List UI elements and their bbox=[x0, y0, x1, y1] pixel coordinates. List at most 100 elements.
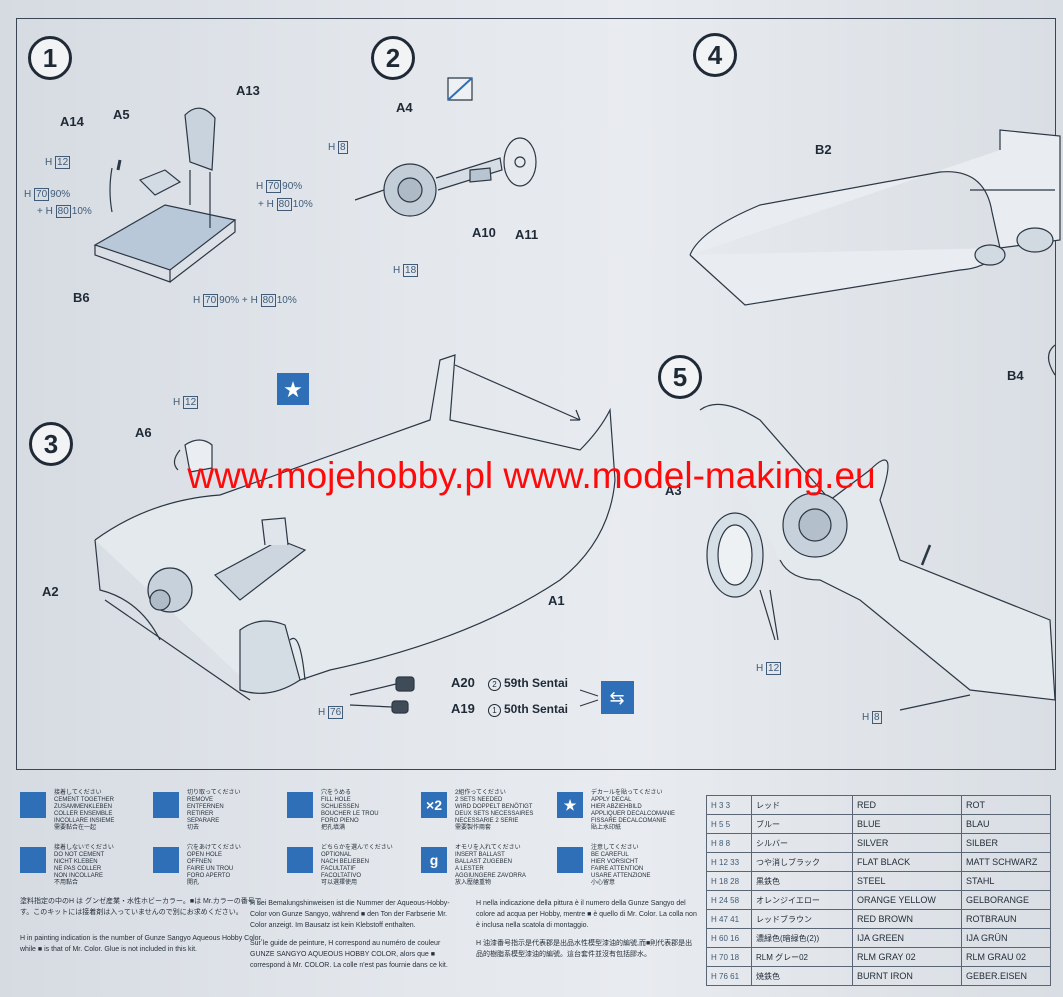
paint-name-jp: RLM グレー02 bbox=[751, 947, 853, 967]
paint-name-en: RLM GRAY 02 bbox=[852, 947, 962, 967]
paint-name-jp: レッド bbox=[751, 795, 853, 815]
paint-name-en: RED bbox=[852, 795, 962, 815]
paint-name-en: SILVER bbox=[852, 833, 962, 853]
paint-name-de: MATT SCHWARZ bbox=[961, 852, 1051, 872]
color-ref-h8: H 8 bbox=[328, 141, 348, 154]
paint-name-de: SILBER bbox=[961, 833, 1051, 853]
part-a13-label: A13 bbox=[236, 83, 260, 98]
step-4-number: 4 bbox=[693, 33, 737, 77]
optional-icon bbox=[287, 847, 313, 873]
legend-text: 2組作ってください 2 SETS NEEDED WIRD DOPPELT BEN… bbox=[455, 790, 534, 831]
decal-icon: ★ bbox=[557, 792, 583, 818]
note-italian: H nella indicazione della pittura è il n… bbox=[476, 900, 697, 929]
paint-name-de: RLM GRAU 02 bbox=[961, 947, 1051, 967]
remove-icon bbox=[153, 792, 179, 818]
legend-text: オモリを入れてください INSERT BALLAST BALLAST ZUGEB… bbox=[455, 845, 526, 886]
paint-name-jp: 濃緑色(暗緑色(2)) bbox=[751, 928, 853, 948]
paint-name-jp: 焼鉄色 bbox=[751, 966, 853, 986]
paint-name-jp: レッドブラウン bbox=[751, 909, 853, 929]
paint-code: H 18 28 bbox=[706, 871, 752, 891]
paint-name-jp: シルバー bbox=[751, 833, 853, 853]
fill-hole-icon bbox=[287, 792, 313, 818]
color-ref-h18: H 18 bbox=[393, 264, 419, 277]
part-a3-label: A3 bbox=[665, 483, 682, 498]
watermark-text: www.mojehobby.pl www.model-making.eu bbox=[187, 455, 876, 496]
part-a10-label: A10 bbox=[472, 225, 496, 240]
legend-text: 穴をうめる FILL HOLE SCHLIESSEN BOUCHER LE TR… bbox=[321, 790, 379, 831]
open-hole-icon bbox=[153, 847, 179, 873]
part-a14-label: A14 bbox=[60, 114, 84, 129]
paint-name-en: IJA GREEN bbox=[852, 928, 962, 948]
paint-name-de: ROTBRAUN bbox=[961, 909, 1051, 929]
paint-name-de: GEBER.EISEN bbox=[961, 966, 1051, 986]
ballast-icon: g bbox=[421, 847, 447, 873]
part-b2-label: B2 bbox=[815, 142, 832, 157]
paint-name-en: FLAT BLACK bbox=[852, 852, 962, 872]
paint-code: H 8 8 bbox=[706, 833, 752, 853]
legend-text: 穴をあけてください OPEN HOLE OFFNEN FAIRE UN TROU… bbox=[187, 845, 241, 886]
note-chinese: H 油漆番号指示是代表郡是出品水性模型漆油的編號,而■則代表郡是出品的樹脂系模型… bbox=[476, 940, 693, 958]
paint-name-jp: ブルー bbox=[751, 814, 853, 834]
paint-code: H 60 16 bbox=[706, 928, 752, 948]
paint-code: H 12 33 bbox=[706, 852, 752, 872]
paint-name-en: RED BROWN bbox=[852, 909, 962, 929]
part-a5-label: A5 bbox=[113, 107, 130, 122]
paint-name-en: BLUE bbox=[852, 814, 962, 834]
svg-text:⇆: ⇆ bbox=[609, 688, 624, 709]
step-1-number: 1 bbox=[28, 36, 72, 80]
part-a19-label: A19 bbox=[451, 701, 475, 716]
part-a20-label: A20 bbox=[451, 675, 475, 690]
paint-name-en: STEEL bbox=[852, 871, 962, 891]
legend-text: 注意してください BE CAREFUL HIER VORSICHT FAIRE … bbox=[591, 845, 651, 886]
paint-name-jp: オレンジイエロー bbox=[751, 890, 853, 910]
color-ref-s5-h8: H 8 bbox=[862, 711, 882, 724]
paint-code: H 76 61 bbox=[706, 966, 752, 986]
paint-code: H 24 58 bbox=[706, 890, 752, 910]
svg-text:★: ★ bbox=[283, 378, 303, 403]
careful-icon bbox=[557, 847, 583, 873]
part-a11-label: A11 bbox=[515, 227, 539, 242]
paint-name-jp: つや消しブラック bbox=[751, 852, 853, 872]
legend-text: デカールを貼ってください APPLY DECAL HIER ABZIEHBILD… bbox=[591, 790, 676, 831]
part-b6-label: B6 bbox=[73, 290, 90, 305]
color-ref-s5-h12: H 12 bbox=[756, 662, 782, 675]
note-japanese: 塗料指定の中のH は グンゼ産業・水性ホビーカラー。■は Mr.カラーの番号です… bbox=[20, 898, 262, 916]
no-cement-icon bbox=[20, 847, 46, 873]
legend-text: 切り取ってください REMOVE ENTFERNEN RETIRER SEPAR… bbox=[187, 790, 241, 831]
paint-code: H 70 18 bbox=[706, 947, 752, 967]
paint-name-de: BLAU bbox=[961, 814, 1051, 834]
paint-name-de: STAHL bbox=[961, 871, 1051, 891]
color-ref-s3-h76: H 76 bbox=[318, 706, 344, 719]
paint-code: H 3 3 bbox=[706, 795, 752, 815]
legend-text: どちらかを選んでください OPTIONAL NACH BELIEBEN FACU… bbox=[321, 845, 393, 886]
paint-name-en: ORANGE YELLOW bbox=[852, 890, 962, 910]
part-a2-label: A2 bbox=[42, 584, 59, 599]
x2-icon: ×2 bbox=[421, 792, 447, 818]
part-a4-label: A4 bbox=[396, 100, 413, 115]
color-ref-s3-h12: H 12 bbox=[173, 396, 199, 409]
legend-text: 接着してください CEMENT TOGETHER ZUSAMMENKLEBEN … bbox=[54, 790, 115, 831]
paint-name-de: IJA GRÜN bbox=[961, 928, 1051, 948]
cement-icon bbox=[20, 792, 46, 818]
color-ref-h12: H 12 bbox=[45, 156, 71, 169]
part-a6-label: A6 bbox=[135, 425, 152, 440]
paint-name-jp: 黒鉄色 bbox=[751, 871, 853, 891]
paint-name-de: GELBORANGE bbox=[961, 890, 1051, 910]
